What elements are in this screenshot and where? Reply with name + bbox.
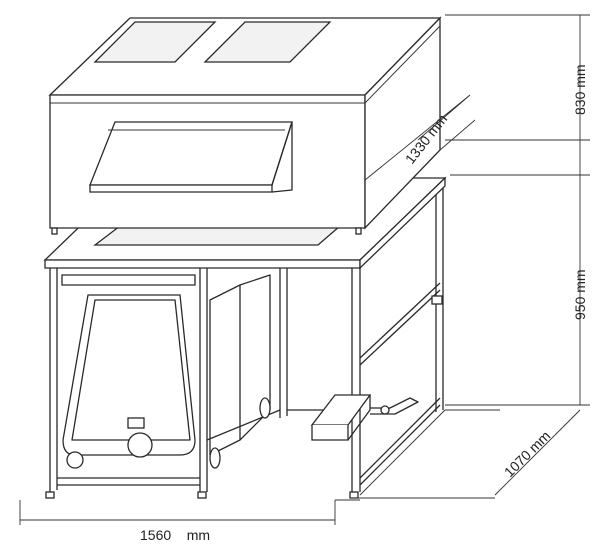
dim-hood-height: 830 mm	[572, 64, 588, 115]
dim-table-height: 950 mm	[572, 269, 588, 320]
tray	[310, 394, 419, 441]
dim-width: 1560 mm	[140, 527, 210, 543]
waste-bin	[61, 274, 271, 469]
dim-depth-bottom: 1070 mm	[501, 428, 554, 481]
dimension-lines	[19, 14, 590, 525]
hood	[48, 16, 442, 235]
